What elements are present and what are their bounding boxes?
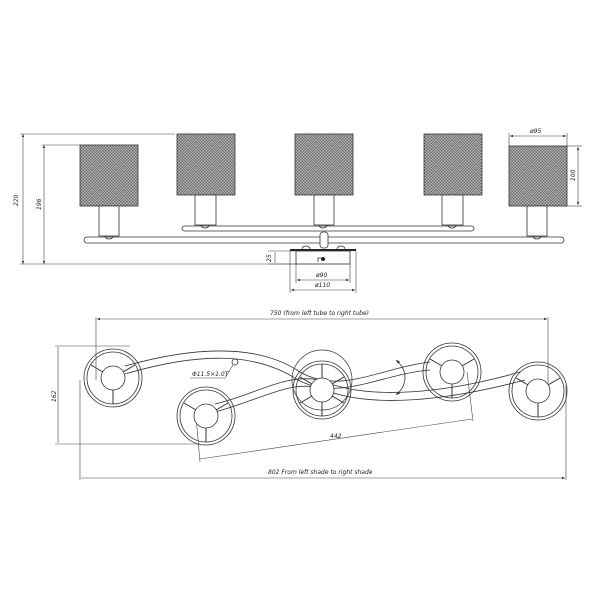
depth-label: 162 xyxy=(51,390,58,402)
dim-canopy-diameters: ø90 ø110 xyxy=(289,251,357,293)
rotate-arrows-icon xyxy=(395,359,406,396)
lamp-shade xyxy=(176,133,236,196)
dim-shade-height: 100 xyxy=(567,145,582,207)
shade-span-label: 802 From left shade to right shade xyxy=(268,469,373,476)
shade-top-5 xyxy=(508,361,568,421)
dim-shade-to-tube: 196 xyxy=(36,144,80,264)
dim-shade-span: 802 From left shade to right shade xyxy=(79,380,567,480)
lamp-shade xyxy=(294,133,354,196)
tube-spec-callout: Φ11.5×1.0T xyxy=(190,358,239,379)
dim-tube-span: 750 (from left tube to right tube) xyxy=(95,310,549,385)
shade-height-label: 100 xyxy=(570,169,577,181)
inner-span-label: 442 xyxy=(330,433,342,440)
canopy xyxy=(290,231,356,265)
lamp-holder xyxy=(526,205,548,237)
dim-depth: 162 xyxy=(51,345,200,445)
shade-to-tube-label: 196 xyxy=(36,198,43,210)
side-view: 220 196 xyxy=(13,128,582,293)
canopy-height-label: 25 xyxy=(266,254,273,262)
shade-3 xyxy=(294,133,354,229)
short-tube xyxy=(181,225,475,232)
dim-inner-span: 442 xyxy=(195,371,474,463)
lamp-shade xyxy=(79,144,139,207)
shade-2 xyxy=(176,133,236,229)
canopy-outer-diameter-label: ø110 xyxy=(314,282,330,289)
top-view: 750 (from left tube to right tube) 162 8… xyxy=(51,310,568,480)
dim-canopy-height: 25 xyxy=(266,250,296,265)
shade-top-1 xyxy=(83,348,143,408)
shade-4 xyxy=(423,133,483,229)
dim-shade-diameter: ø95 xyxy=(508,128,568,146)
shade-5 xyxy=(508,145,568,240)
dim-overall-height: 220 xyxy=(13,133,300,265)
tube-spec-label: Φ11.5×1.0T xyxy=(192,371,230,378)
overall-height-label: 220 xyxy=(13,194,20,206)
lamp-holder xyxy=(194,194,217,226)
lamp-holder xyxy=(313,194,335,226)
shade-1 xyxy=(79,144,139,240)
shade-top-2 xyxy=(176,386,236,446)
lamp-shade xyxy=(508,145,568,207)
shade-top-3 xyxy=(292,360,352,420)
tube-span-label: 750 (from left tube to right tube) xyxy=(270,310,369,317)
shade-top-4 xyxy=(422,342,482,402)
lamp-holder xyxy=(441,194,464,226)
canopy-inner-diameter-label: ø90 xyxy=(315,272,327,279)
lamp-holder xyxy=(98,205,120,237)
shade-diameter-label: ø95 xyxy=(529,128,541,135)
lamp-shade xyxy=(423,133,483,196)
